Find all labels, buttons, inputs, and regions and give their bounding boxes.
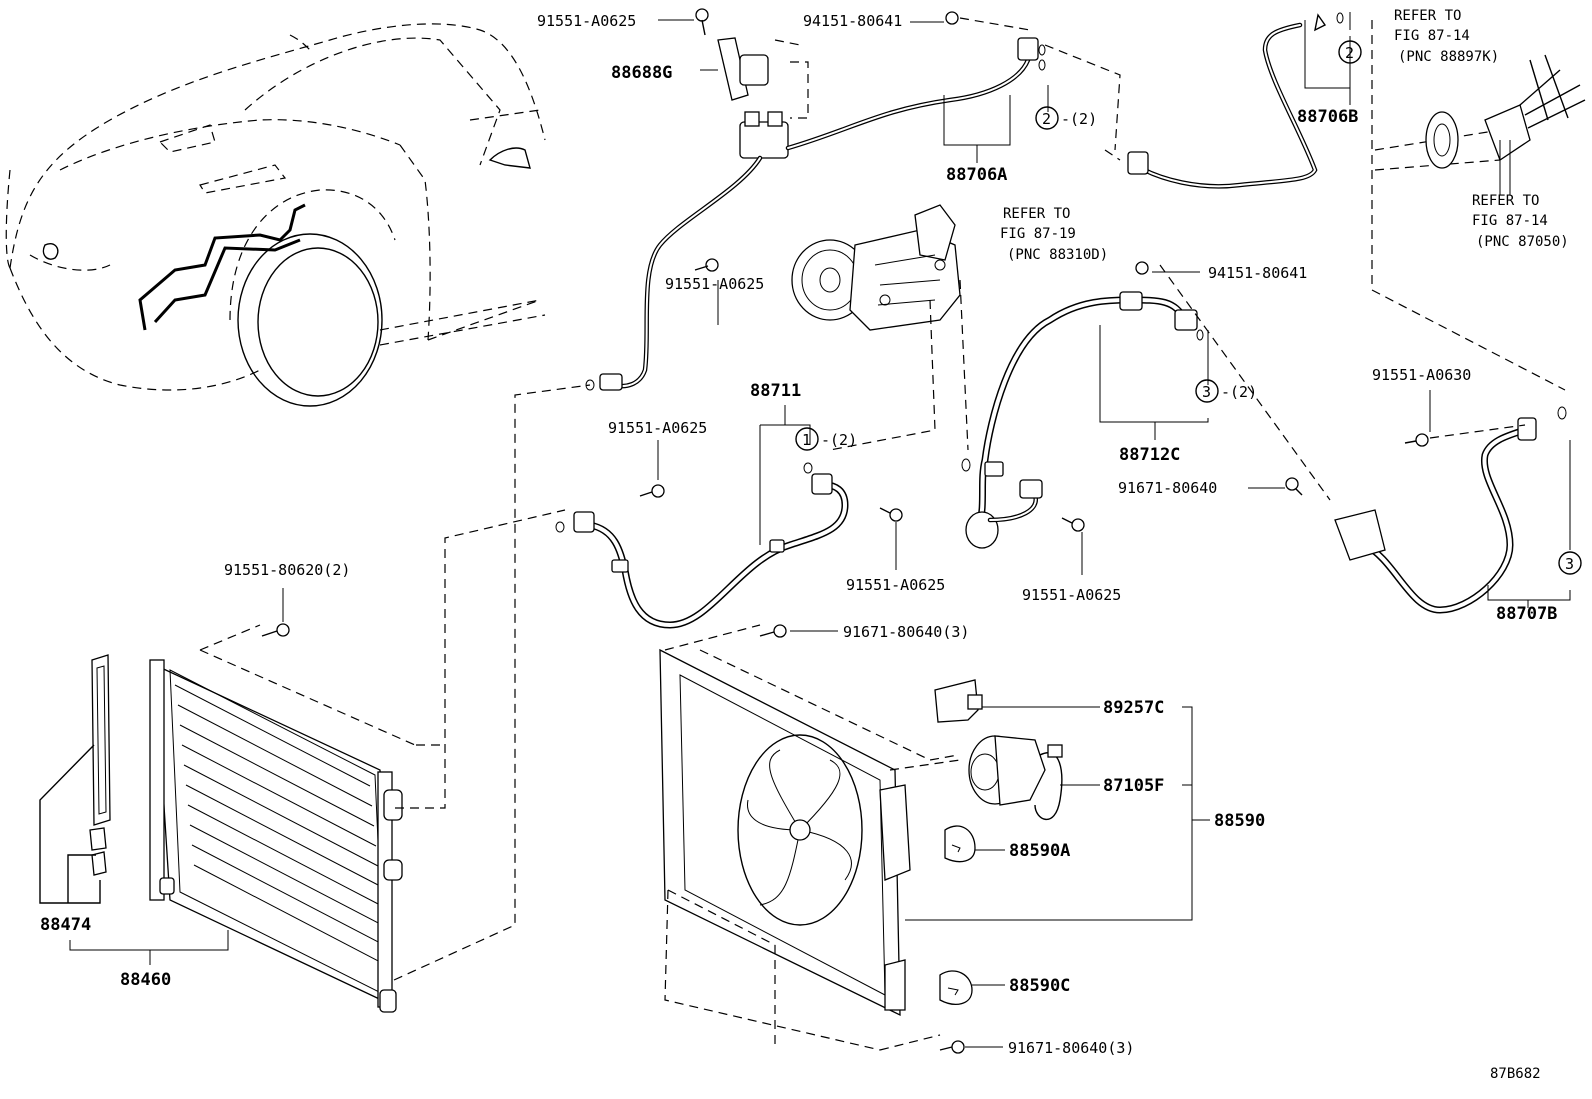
- label-91551-A0625-left: 91551-A0625: [608, 419, 707, 437]
- callout-1: 1: [802, 431, 811, 449]
- label-91671-80640-fan-bottom: 91671-80640(3): [1008, 1039, 1134, 1057]
- bolt-91551-A0625-right: [1061, 517, 1085, 532]
- label-94151-80641-mid: 94151-80641: [1208, 264, 1307, 282]
- label-91671-80640-fan-top: 91671-80640(3): [843, 623, 969, 641]
- label-88707B: 88707B: [1496, 604, 1557, 624]
- refer-to-1-line1: REFER TO: [1394, 8, 1461, 24]
- callout-3-right: 3: [1565, 555, 1574, 573]
- label-88688G: 88688G: [611, 63, 672, 83]
- refer-to-2-line3: (PNC 87050): [1476, 234, 1569, 250]
- refer-parts-top-right: [1371, 20, 1586, 391]
- label-91551-80620: 91551-80620(2): [224, 561, 350, 579]
- callout-2-pipe: 2: [1042, 110, 1051, 128]
- condenser-88460: [149, 384, 591, 1013]
- label-91551-A0630: 91551-A0630: [1372, 366, 1471, 384]
- bolt-91671-80640-right: [1285, 477, 1303, 496]
- bolt-91551-A0625-top: [695, 8, 709, 36]
- bolt-94151-80641-mid: [1135, 261, 1149, 275]
- label-88460: 88460: [120, 970, 171, 990]
- refer-to-3-line1: REFER TO: [1003, 206, 1070, 222]
- label-88711: 88711: [750, 381, 801, 401]
- pipe-88706A: [785, 57, 1031, 151]
- discharge-hose-88711: [555, 462, 849, 629]
- label-89257C: 89257C: [1103, 698, 1164, 718]
- bolt-91551-80620: [261, 623, 290, 637]
- vehicle-front-sketch: [5, 23, 546, 407]
- callout-3-qty: -(2): [1221, 383, 1257, 401]
- pipe-bracket-88688G: [717, 37, 749, 101]
- bolt-91671-80640-fan-bottom: [939, 1040, 965, 1054]
- label-94151-80641-top: 94151-80641: [803, 12, 902, 30]
- pressure-switch: [1425, 111, 1459, 169]
- label-91551-A0625-mid: 91551-A0625: [665, 275, 764, 293]
- connector: [1484, 104, 1531, 161]
- callout-2-top: 2: [1345, 44, 1354, 62]
- refer-to-2-line1: REFER TO: [1472, 193, 1539, 209]
- label-88712C: 88712C: [1119, 445, 1180, 465]
- label-91671-80640-right: 91671-80640: [1118, 479, 1217, 497]
- cover-88590C: [939, 970, 973, 1005]
- refer-to-1-line2: FIG 87-14: [1394, 28, 1470, 44]
- ac-compressor: [791, 204, 969, 451]
- callout-1-qty: -(2): [821, 431, 857, 449]
- label-88590: 88590: [1214, 811, 1265, 831]
- pipe-88706B: [1132, 22, 1318, 189]
- bolt-91551-A0625-left: [639, 484, 665, 498]
- label-87105F: 87105F: [1103, 776, 1164, 796]
- bolt-91551-A0625-mid: [694, 258, 719, 272]
- fan-motor-87105F: [934, 679, 1063, 821]
- cover-88590A: [944, 825, 976, 863]
- label-88706B: 88706B: [1297, 107, 1358, 127]
- service-valve-block: [739, 121, 789, 159]
- callout-circles: 2 2 -(2) 1 -(2) 3 -(2) 3: [795, 40, 1582, 575]
- label-88590C: 88590C: [1009, 976, 1070, 996]
- suction-hose-88712C: [961, 264, 1331, 549]
- label-88706A: 88706A: [946, 165, 1007, 185]
- discharge-pipe-group: [585, 12, 1344, 391]
- pipe-clamp: [739, 54, 769, 86]
- figure-code: 87B682: [1490, 1066, 1541, 1082]
- bolt-94151-80641-top: [945, 11, 959, 25]
- refer-to-3-line3: (PNC 88310D): [1007, 247, 1108, 263]
- bolt-91671-80640-fan-top: [759, 624, 787, 638]
- bolts: [261, 8, 1429, 1054]
- fan-shroud-88590: [659, 624, 961, 1051]
- leader-lines: [69, 12, 1571, 1048]
- label-91551-A0625-center: 91551-A0625: [846, 576, 945, 594]
- callout-3: 3: [1202, 383, 1211, 401]
- bolt-91551-A0625-center: [879, 507, 903, 522]
- refer-to-1-line3: (PNC 88897K): [1398, 49, 1499, 65]
- part-labels: 91551-A0625 94151-80641 88688G 88706A 88…: [40, 8, 1569, 1082]
- pipe-88707B: [1334, 406, 1567, 614]
- label-88474: 88474: [40, 915, 91, 935]
- receiver-dryer-88474: [39, 654, 111, 904]
- callout-2-qty: -(2): [1061, 110, 1097, 128]
- label-91551-A0625-top: 91551-A0625: [537, 12, 636, 30]
- bolt-91551-A0630: [1404, 433, 1429, 447]
- refer-to-2-line2: FIG 87-14: [1472, 213, 1548, 229]
- refer-to-3-line2: FIG 87-19: [1000, 226, 1076, 242]
- label-88590A: 88590A: [1009, 841, 1070, 861]
- label-91551-A0625-right: 91551-A0625: [1022, 586, 1121, 604]
